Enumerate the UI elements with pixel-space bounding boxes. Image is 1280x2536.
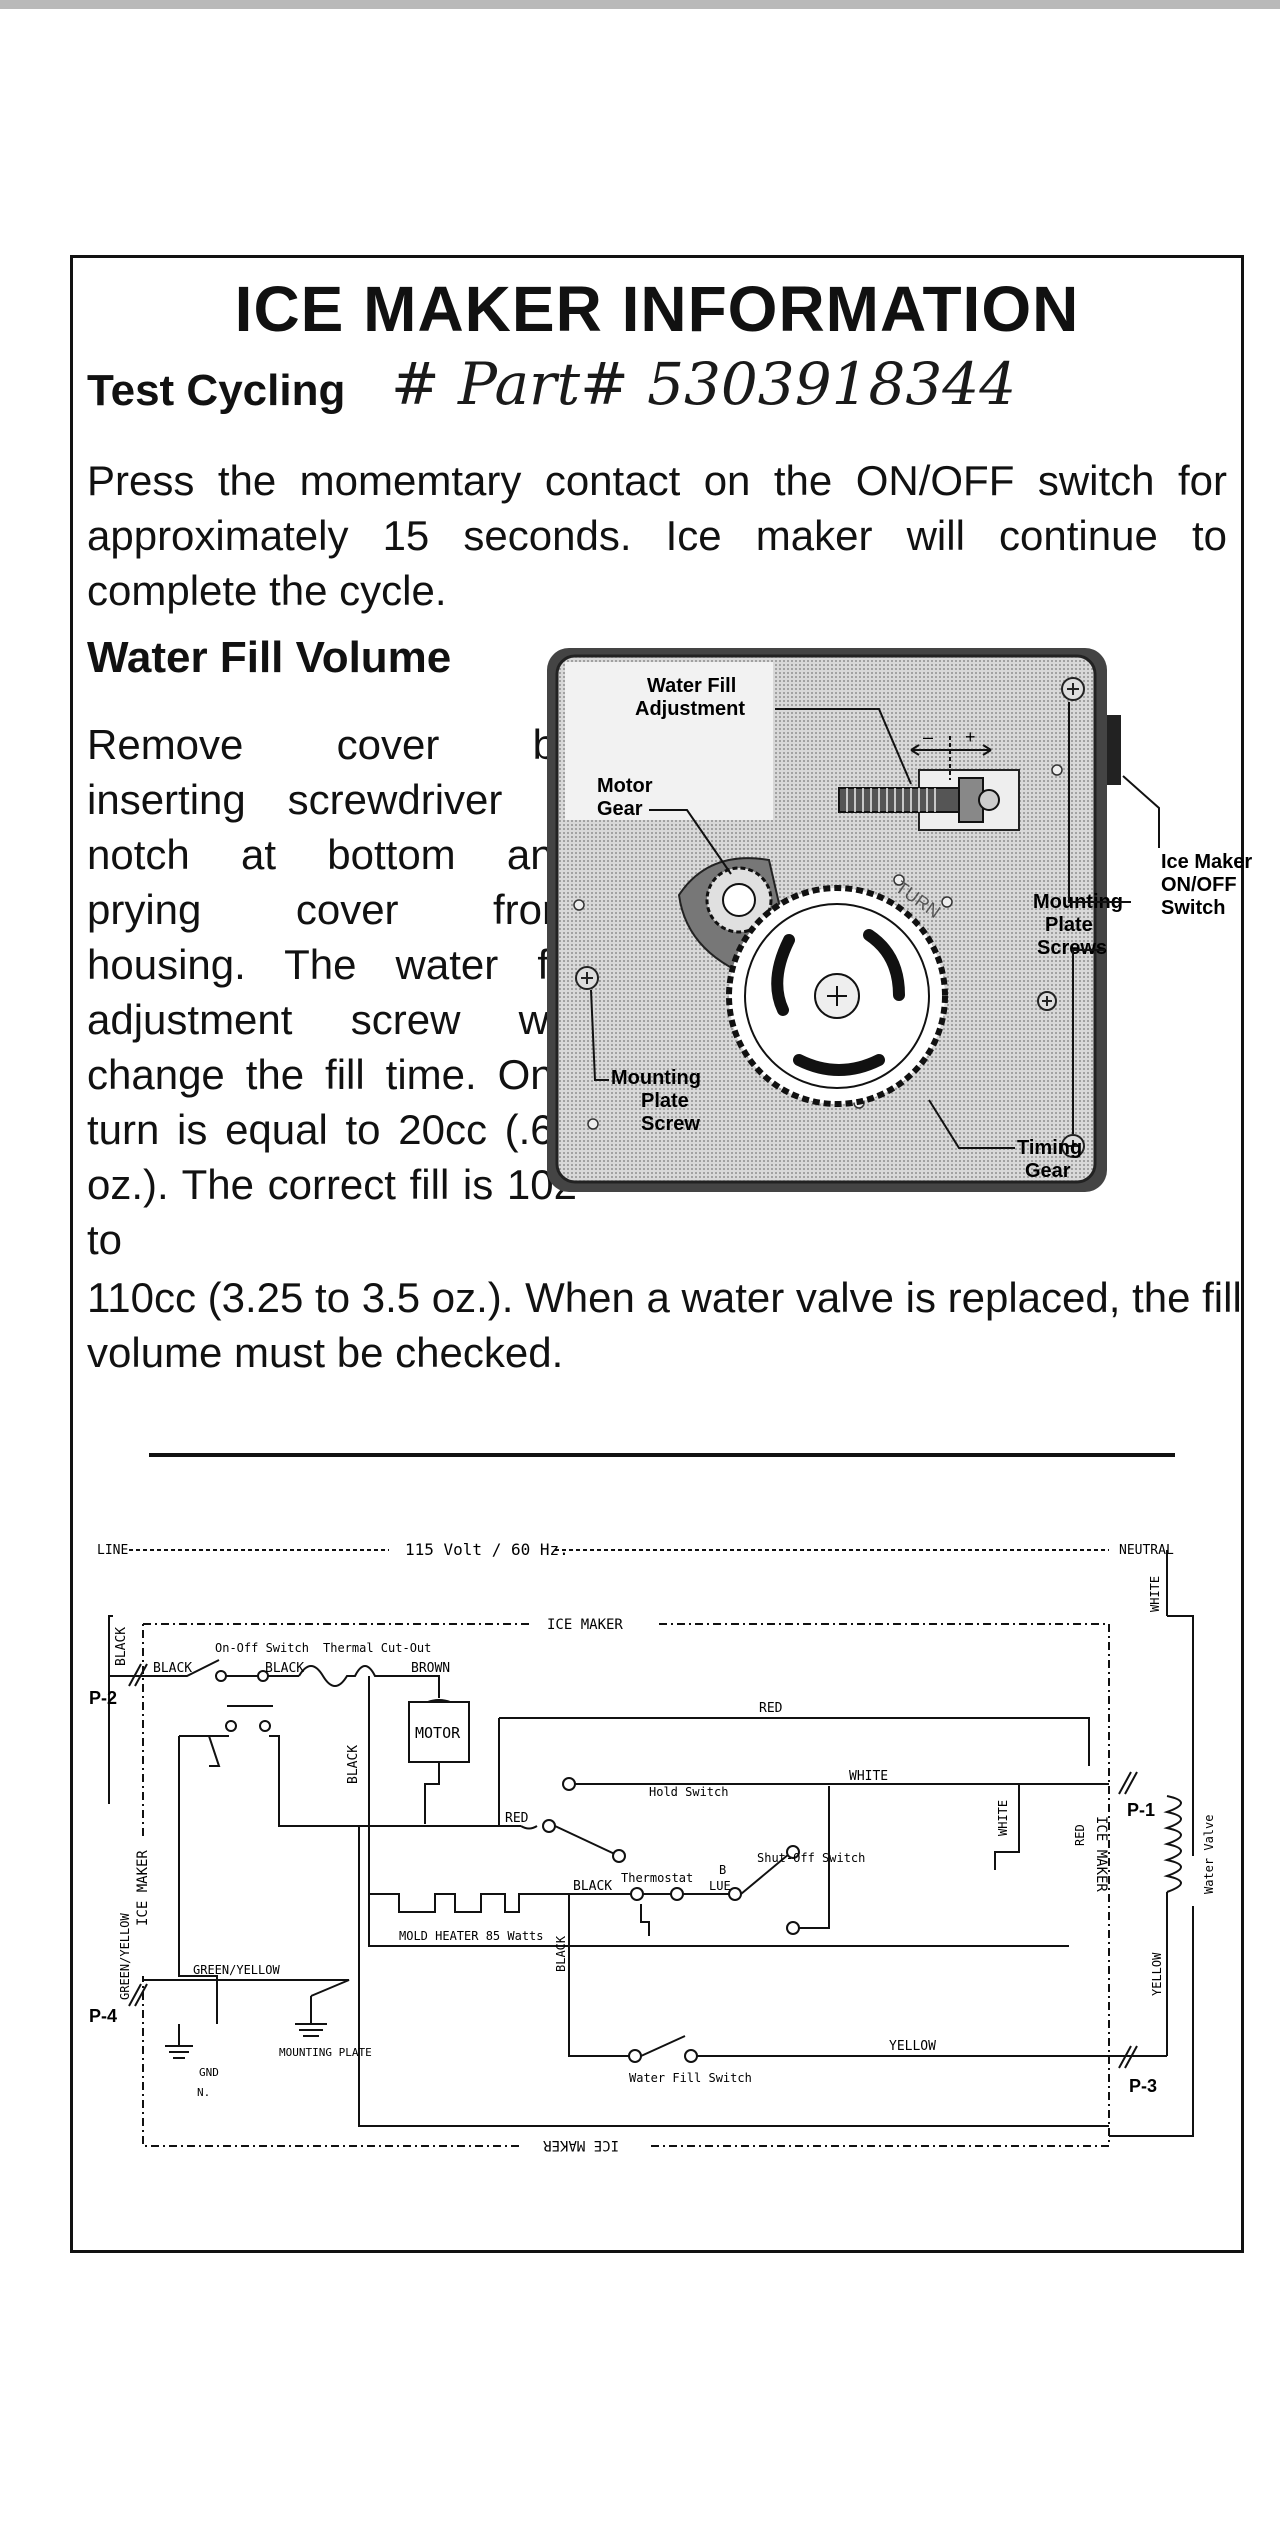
p4-label: P-4 [89,2006,117,2026]
black-vertical-2-label: BLACK [554,1935,568,1972]
water-fill-text-continued: 110cc (3.25 to 3.5 oz.). When a water va… [87,1274,1242,1376]
hold-switch-label: Hold Switch [649,1785,728,1799]
mold-heater-label: MOLD HEATER 85 Watts [399,1929,544,1943]
white-vertical-label: WHITE [996,1800,1010,1836]
yellow-vertical-label: YELLOW [1150,1952,1164,1996]
red-mid-label: RED [505,1811,529,1826]
ice-maker-bottom-label: ICE MAKER [543,2137,619,2153]
ice-maker-right-label: ICE MAKER [1093,1816,1109,1892]
water-fill-text: Remove cover by inserting screwdriver in… [87,721,577,1263]
minus-mark: – [923,727,933,747]
black-label-1: BLACK [153,1661,192,1676]
water-fill-heading: Water Fill Volume [87,633,452,682]
ground-label: GND [199,2066,219,2079]
line-wire [108,1615,113,1804]
shutoff-switch-label: Shut-Off Switch [757,1851,865,1865]
red-top-label: RED [759,1701,783,1716]
mounting-plate-label: MOUNTING PLATE [279,2046,372,2059]
p1-label: P-1 [1127,1800,1155,1820]
brown-label: BROWN [411,1661,450,1676]
green-yellow-vertical-label: GREEN/YELLOW [118,1913,132,2000]
neutral-label: NEUTRAL [1119,1543,1174,1558]
ice-maker-top-label: ICE MAKER [547,1617,623,1633]
red-right-label: RED [1073,1824,1087,1846]
p3-label: P-3 [1129,2076,1157,2096]
screw-left [575,966,599,990]
test-cycling-text: Press the momemtary contact on the ON/OF… [87,457,1227,614]
white-right-label: WHITE [1148,1576,1162,1612]
thermal-cutout-label: Thermal Cut-Out [323,1641,431,1655]
green-yellow-label: GREEN/YELLOW [193,1963,280,1977]
plus-mark: + [965,727,976,747]
black-label-3: BLACK [346,1745,361,1784]
on-off-switch-label: On-Off Switch [215,1641,309,1655]
water-valve-label: Water Valve [1202,1815,1216,1894]
wiring-diagram: MOTOR LINE 115 Volt / 60 Hz. NEUTRAL ICE… [89,1540,1216,2153]
screw-center [1037,991,1057,1011]
label-area [565,662,773,820]
black-vertical-label: BLACK [114,1627,129,1666]
white-mid-label: WHITE [849,1769,888,1784]
motor-label: MOTOR [415,1724,461,1742]
scan-top-edge [0,0,1280,9]
timing-gear [726,885,948,1107]
section-divider [149,1453,1175,1457]
document-panel: ICE MAKER INFORMATION Test Cycling # Par… [70,255,1252,2253]
p2-label: P-2 [89,1688,117,1708]
water-fill-adjustment-screw [838,736,1020,831]
lue-label: LUE [709,1879,731,1893]
b-label: B [719,1863,726,1877]
motor-symbol [408,1701,470,1763]
ice-maker-switch-body [1107,715,1121,785]
screw-bottom-right [1061,1134,1085,1158]
ice-maker-left-label: ICE MAKER [135,1850,151,1926]
screw-top-right [1061,677,1085,701]
supply-label: 115 Volt / 60 Hz. [405,1540,569,1559]
black-label-2: BLACK [265,1661,304,1676]
black-heater-label: BLACK [573,1879,612,1894]
water-fill-switch-label: Water Fill Switch [629,2071,752,2085]
n-label: N. [197,2086,210,2099]
test-cycling-heading: Test Cycling [87,366,346,415]
line-label: LINE [97,1543,128,1558]
page-title: ICE MAKER INFORMATION [234,273,1080,345]
yellow-label: YELLOW [889,2039,936,2054]
thermostat-label: Thermostat [621,1871,693,1885]
handwritten-part-number: # Part# 5303918344 [391,350,1017,418]
